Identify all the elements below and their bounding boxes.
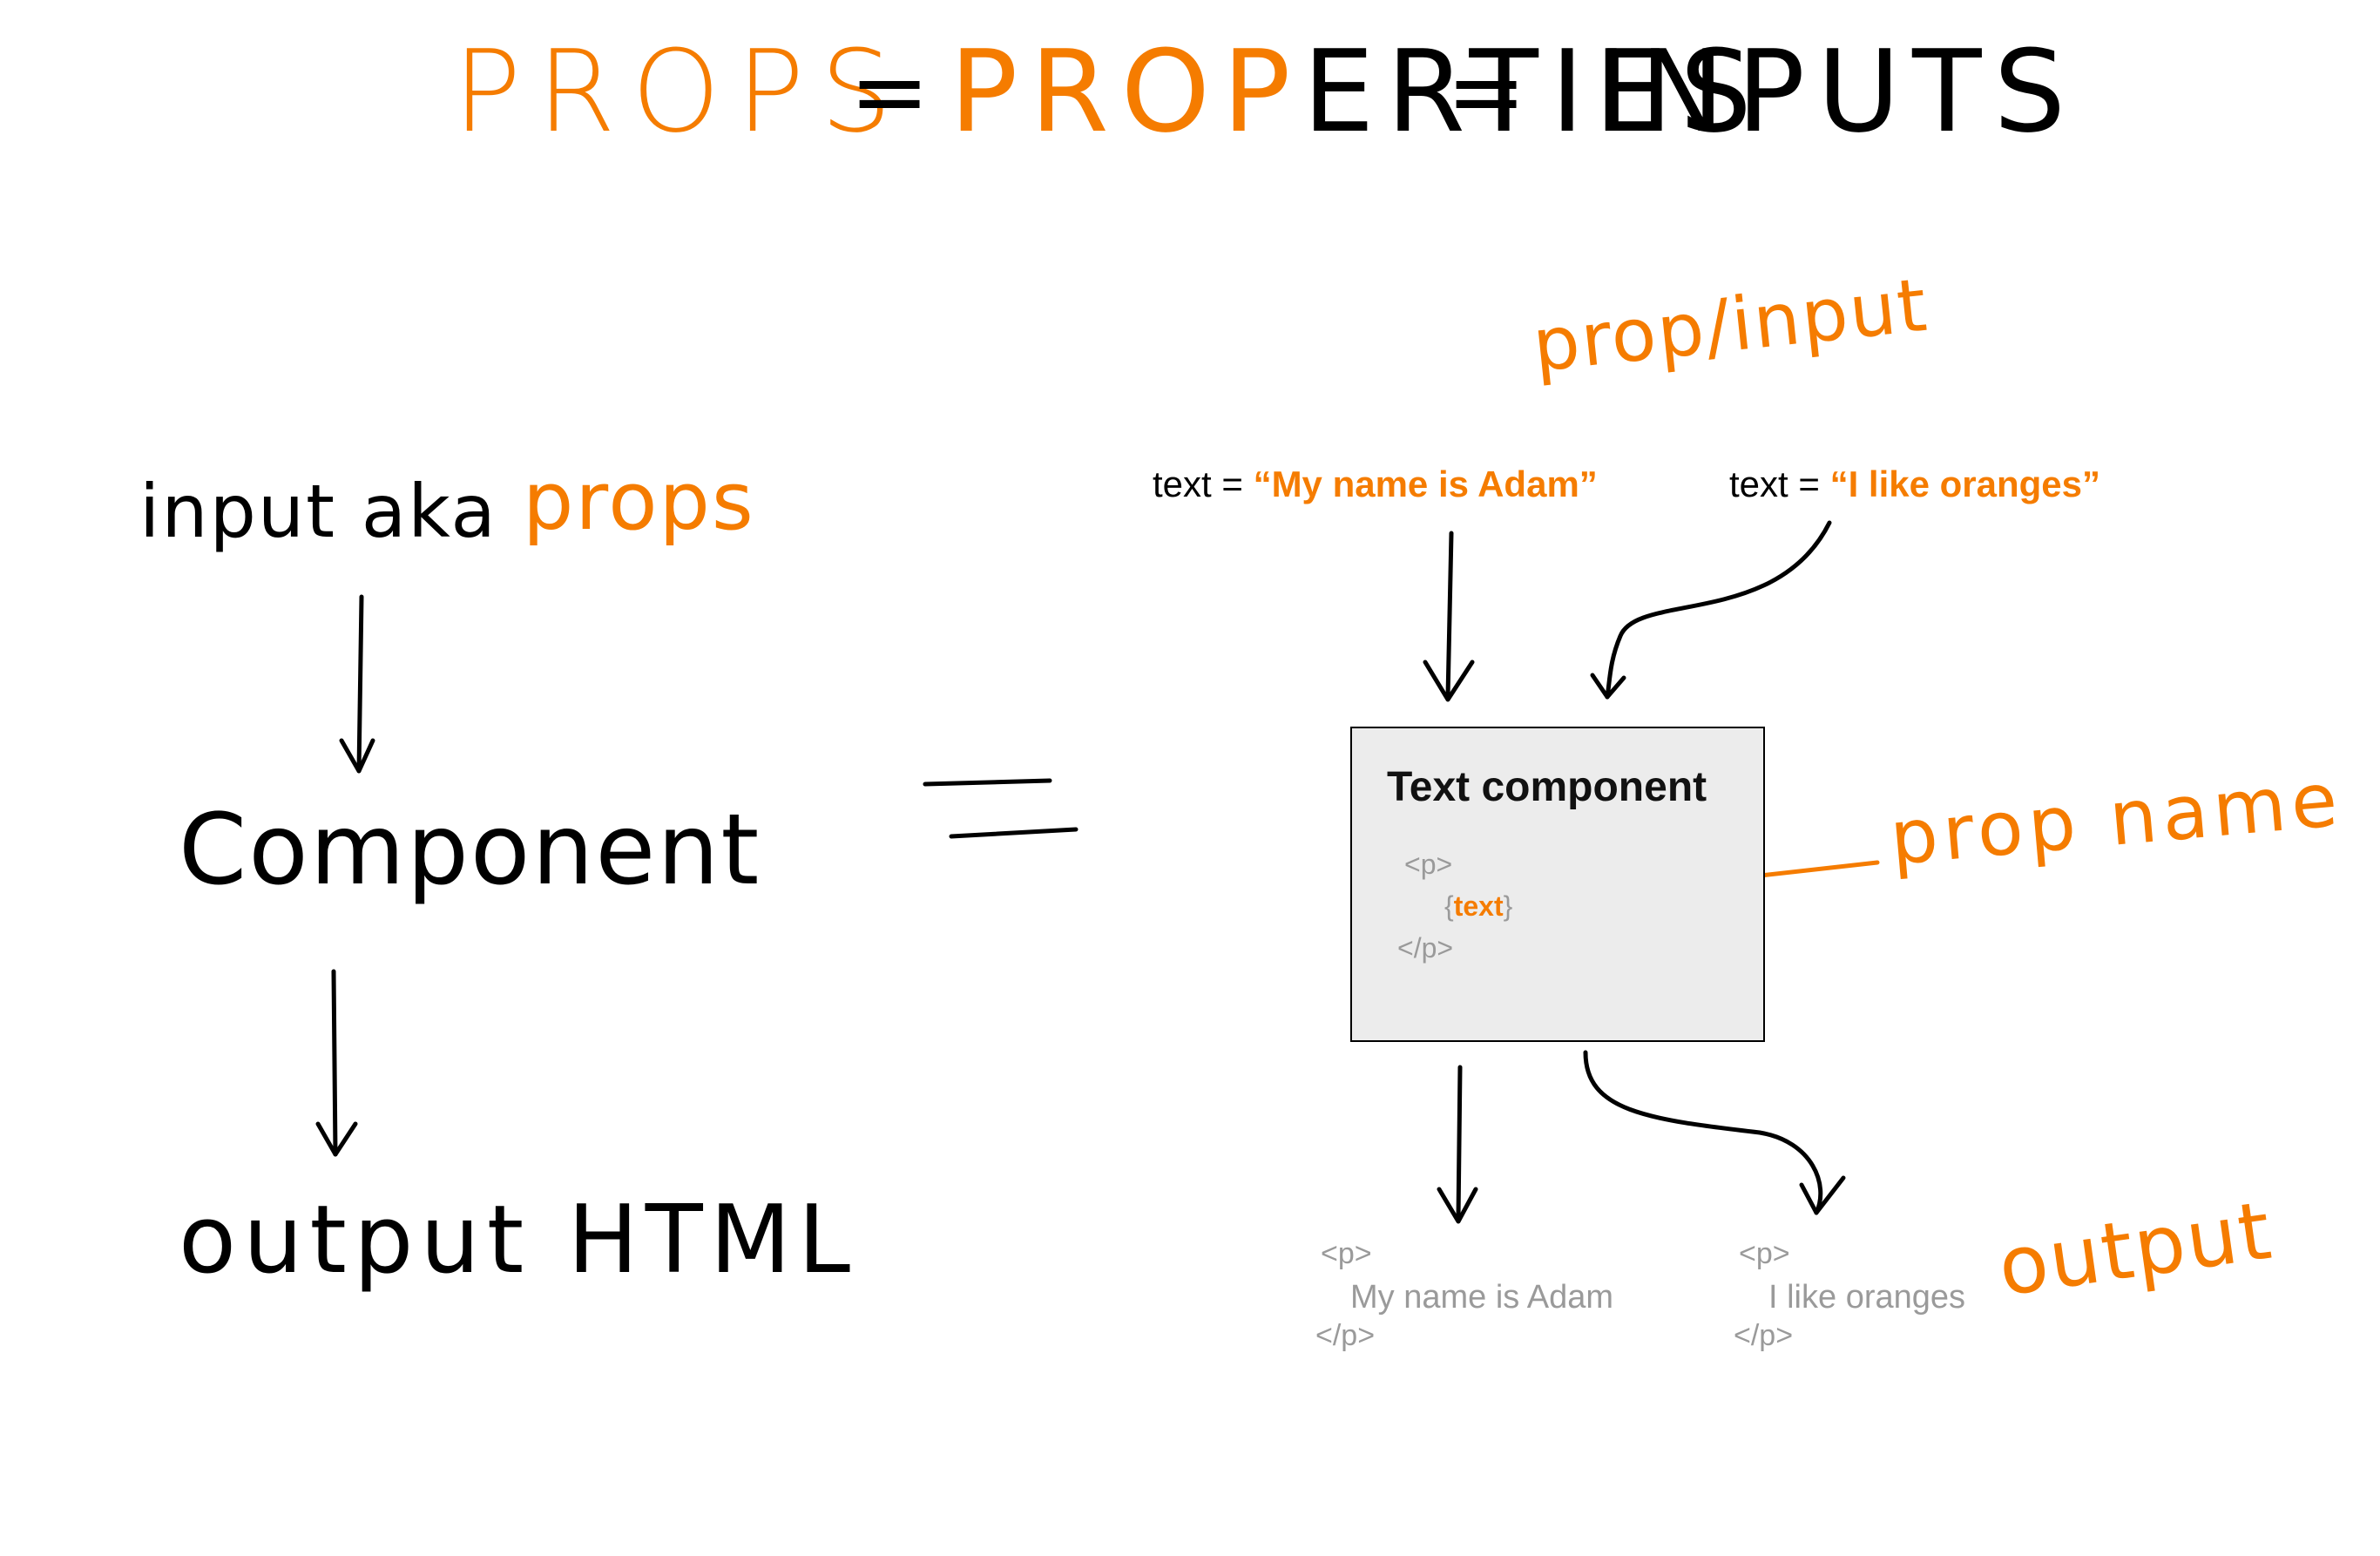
code-prop-line: {text}: [1444, 892, 1512, 920]
code-prop-text: text: [1453, 890, 1504, 922]
title-equals-1: =: [849, 36, 936, 147]
code-brace-open: {: [1444, 890, 1454, 922]
title-props: PROPS: [453, 25, 908, 158]
output-2-close: </p>: [1734, 1319, 1794, 1352]
output-1-close: </p>: [1315, 1319, 1376, 1352]
arrow-input-to-component: [356, 594, 364, 774]
input-2: text = “I like oranges”: [1729, 466, 2100, 503]
title-equals-2: =: [1446, 36, 1532, 147]
input-2-key: text =: [1729, 463, 1830, 504]
code-open-tag: <p>: [1404, 849, 1453, 880]
arrowhead-component-to-output: [315, 1121, 358, 1157]
arrowhead-output2: [1799, 1175, 1846, 1215]
middle-equals-bottom: [949, 827, 1078, 839]
arrowhead-input-to-component: [339, 738, 375, 774]
arrow-component-to-output: [331, 969, 338, 1157]
label-input-aka: input aka: [139, 469, 497, 554]
output-2-text: I like oranges: [1768, 1279, 1966, 1316]
arrow-box-to-output2: [1583, 1050, 1823, 1215]
title-properties-orange: PROP: [950, 25, 1303, 158]
title-properties: PROPERTIES: [950, 35, 1764, 148]
arrow-input2-to-box: [1605, 520, 1832, 700]
arrowhead-input1: [1423, 660, 1475, 702]
text-component-title: Text component: [1387, 764, 1707, 810]
arrowhead-input2: [1590, 673, 1626, 700]
title-properties-black: ERTIES: [1302, 25, 1764, 158]
text-component-box: Text component <p> {text} </p>: [1350, 727, 1765, 1042]
input-1: text = “My name is Adam”: [1153, 466, 1598, 503]
label-output-html: output HTML: [179, 1186, 858, 1295]
output-1-text: My name is Adam: [1350, 1279, 1613, 1316]
output-1-open: <p>: [1321, 1237, 1372, 1270]
input-1-value: “My name is Adam”: [1253, 463, 1598, 504]
arrow-box-to-output1: [1456, 1065, 1463, 1222]
arrow-input1-to-box: [1445, 531, 1454, 700]
middle-equals-top: [923, 778, 1052, 787]
label-props: props: [523, 455, 755, 548]
input-2-value: “I like oranges”: [1829, 463, 2101, 504]
input-1-key: text =: [1153, 463, 1254, 504]
code-close-tag: </p>: [1397, 932, 1454, 964]
code-brace-close: }: [1503, 890, 1513, 922]
title-inputs: INPUTS: [1594, 25, 2079, 158]
label-component: Component: [179, 794, 761, 907]
output-2-open: <p>: [1739, 1237, 1790, 1270]
arrowhead-output1: [1437, 1187, 1478, 1224]
